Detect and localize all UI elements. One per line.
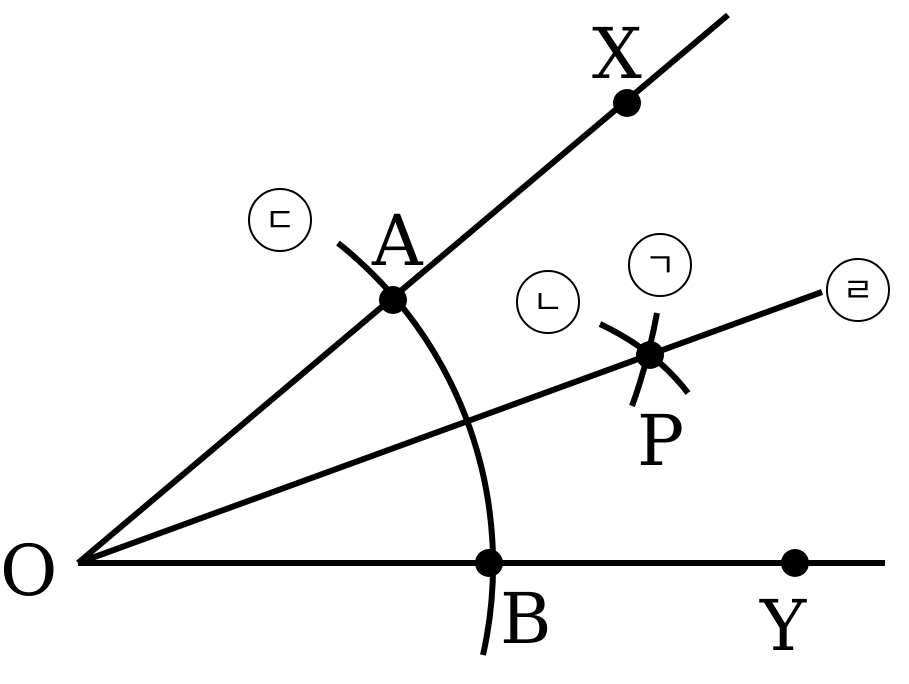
- arc-centered-O: [336, 240, 496, 656]
- label-A: A: [371, 200, 424, 282]
- point-A: [379, 286, 407, 314]
- svg-text:ㄴ: ㄴ: [532, 283, 563, 323]
- svg-text:ㄷ: ㄷ: [264, 201, 295, 241]
- label-B: B: [500, 578, 551, 660]
- step-marker-2: ㄴ: [516, 270, 580, 334]
- step-marker-3: ㄷ: [248, 188, 312, 252]
- point-X: [613, 89, 641, 117]
- step-marker-1: ㄱ: [628, 233, 692, 297]
- bisector-ray-OP: [76, 289, 824, 566]
- svg-text:ㄹ: ㄹ: [842, 271, 873, 311]
- label-O: O: [0, 530, 57, 612]
- point-Y: [781, 549, 809, 577]
- point-B: [475, 549, 503, 577]
- point-P: [636, 341, 664, 369]
- label-X: X: [592, 13, 642, 95]
- label-P: P: [637, 400, 684, 482]
- svg-text:ㄱ: ㄱ: [644, 246, 675, 286]
- step-marker-4: ㄹ: [826, 258, 890, 322]
- label-Y: Y: [759, 585, 807, 667]
